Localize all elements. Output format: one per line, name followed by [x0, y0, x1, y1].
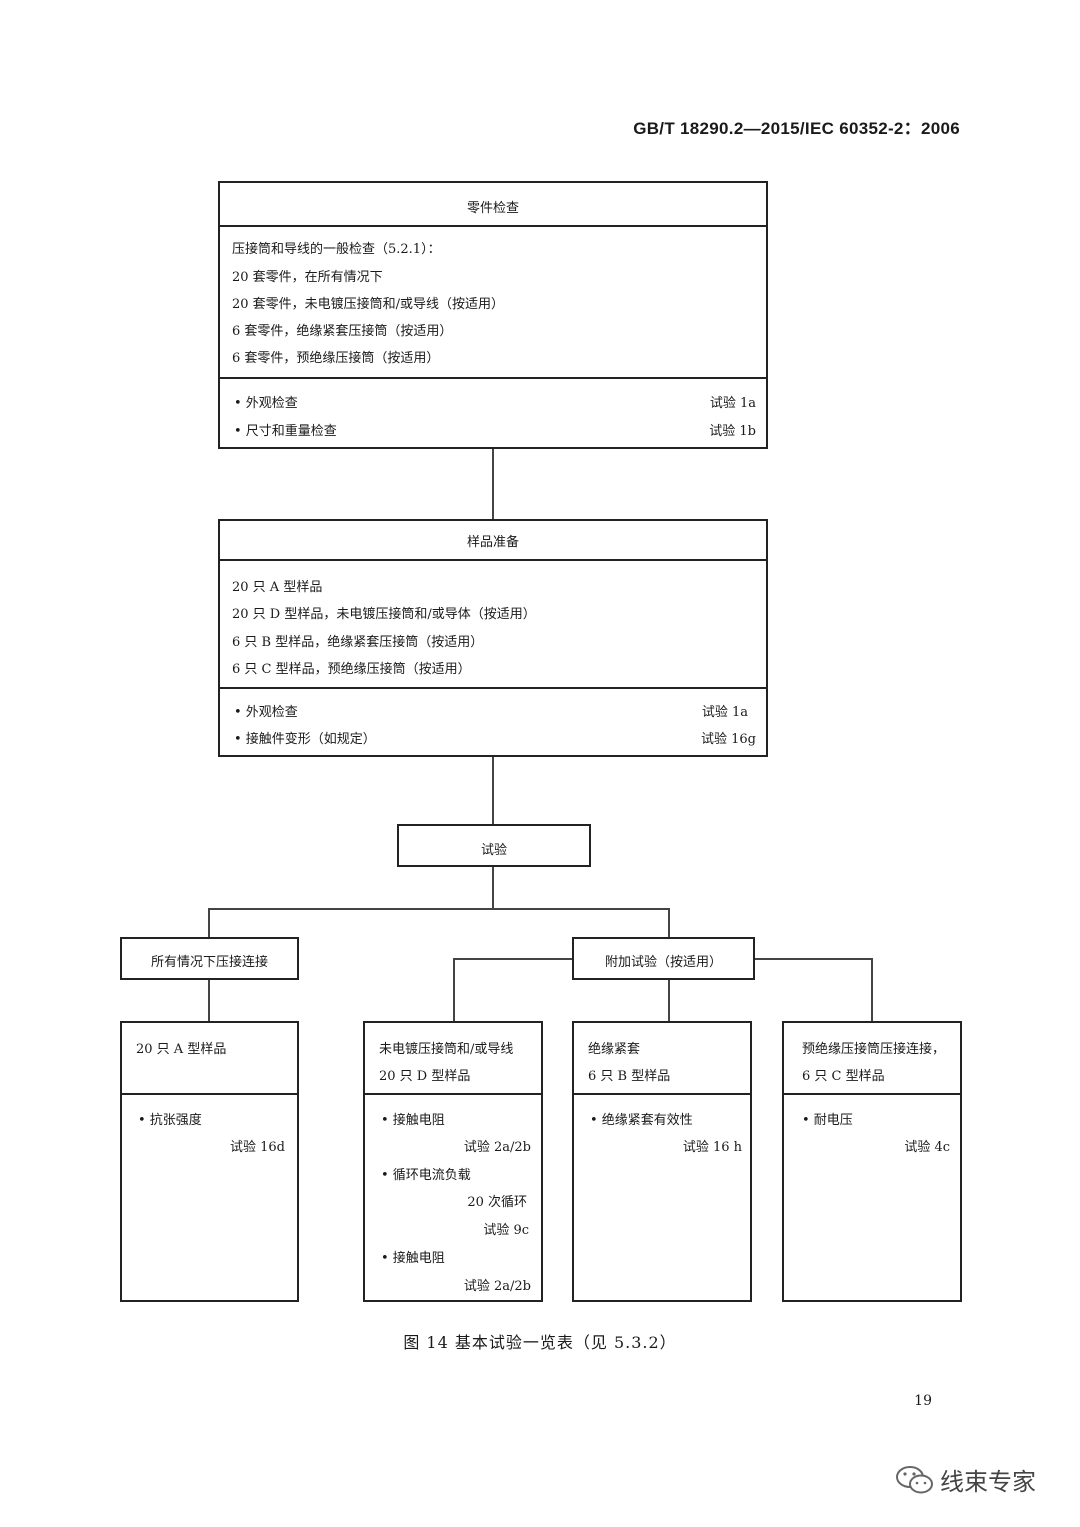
test-row: • 外观检查 试验 1a [220, 392, 766, 412]
test-label: • 尺寸和重量检查 [234, 424, 337, 439]
parts-line-2: 20 套零件，在所有情况下 [232, 270, 383, 285]
connector-line [208, 908, 210, 937]
test-ref: 试验 2a/2b [463, 1140, 531, 1155]
test-label: • 接触件变形（如规定） [234, 732, 376, 747]
connector-line [668, 980, 670, 1021]
test-box: 试验 [397, 824, 591, 867]
connector-line [871, 958, 873, 1021]
connector-line [453, 958, 455, 1021]
test-box-title: 试验 [480, 843, 507, 858]
cycle-count: 20 次循环 [467, 1195, 527, 1210]
type-a-tests: • 抗张强度 试验 16d [122, 1093, 297, 1302]
type-b-tests: • 绝缘紧套有效性 试验 16 h [574, 1093, 750, 1302]
figure-caption: 图 14 基本试验一览表（见 5.3.2） [403, 1333, 677, 1352]
type-c-head-line: 预绝缘压接筒压接连接， [802, 1042, 946, 1057]
all-cases-branch-box: 所有情况下压接连接 [120, 937, 299, 980]
parts-inspection-title: 零件检查 [466, 201, 519, 216]
parts-line-4: 6 套零件，绝缘紧套压接筒（按适用） [232, 324, 453, 339]
page-number: 19 [914, 1393, 932, 1409]
type-b-head: 绝缘紧套 6 只 B 型样品 [574, 1023, 750, 1093]
test-ref: 试验 16 h [682, 1140, 742, 1155]
type-a-head: 20 只 A 型样品 [122, 1023, 297, 1093]
type-c-head: 预绝缘压接筒压接连接， 6 只 C 型样品 [784, 1023, 960, 1093]
type-c-head-line: 6 只 C 型样品 [802, 1069, 885, 1084]
test-row: • 接触件变形（如规定） 试验 16g [220, 728, 766, 748]
type-d-head-line: 20 只 D 型样品 [379, 1069, 471, 1084]
test-ref: 试验 1a [701, 705, 748, 720]
type-d-head: 未电镀压接筒和/或导线 20 只 D 型样品 [365, 1023, 541, 1093]
type-c-box: 预绝缘压接筒压接连接， 6 只 C 型样品 • 耐电压 试验 4c [782, 1021, 962, 1302]
parts-line-3: 20 套零件，未电镀压接筒和/或导线（按适用） [232, 297, 505, 312]
test-ref: 试验 9c [483, 1223, 529, 1238]
test-ref: 试验 4c [904, 1140, 950, 1155]
type-b-head-line: 绝缘紧套 [588, 1042, 641, 1057]
test-ref: 试验 2a/2b [463, 1279, 531, 1294]
test-row: • 尺寸和重量检查 试验 1b [220, 420, 766, 440]
all-cases-branch-title: 所有情况下压接连接 [150, 955, 268, 970]
test-row: • 外观检查 试验 1a [220, 701, 766, 721]
additional-tests-branch-title: 附加试验（按适用） [604, 955, 722, 970]
type-c-tests: • 耐电压 试验 4c [784, 1093, 960, 1302]
parts-inspection-body: 压接筒和导线的一般检查（5.2.1）： 20 套零件，在所有情况下 20 套零件… [220, 225, 766, 377]
test-label: • 抗张强度 [138, 1113, 202, 1128]
connector-line [668, 908, 670, 937]
test-label: • 绝缘紧套有效性 [590, 1113, 693, 1128]
sample-line-1: 20 只 A 型样品 [232, 580, 323, 595]
connector-line [492, 867, 494, 909]
sample-line-4: 6 只 C 型样品，预绝缘压接筒（按适用） [232, 662, 471, 677]
watermark-text: 线束专家 [940, 1468, 1036, 1496]
sample-prep-title: 样品准备 [466, 535, 519, 550]
connector-line [492, 449, 494, 519]
parts-line-5: 6 套零件，预绝缘压接筒（按适用） [232, 351, 440, 366]
test-label: • 外观检查 [234, 705, 298, 720]
standard-header: GB/T 18290.2—2015/IEC 60352-2：2006 [633, 119, 960, 138]
sample-prep-box: 样品准备 20 只 A 型样品 20 只 D 型样品，未电镀压接筒和/或导体（按… [218, 519, 768, 757]
connector-line [208, 980, 210, 1021]
sample-prep-tests: • 外观检查 试验 1a • 接触件变形（如规定） 试验 16g [220, 687, 766, 757]
type-d-tests: • 接触电阻 试验 2a/2b • 循环电流负载 20 次循环 试验 9c • … [365, 1093, 541, 1302]
sample-prep-body: 20 只 A 型样品 20 只 D 型样品，未电镀压接筒和/或导体（按适用） 6… [220, 559, 766, 687]
watermark: 线束专家 [895, 1460, 1065, 1500]
test-label: • 接触电阻 [381, 1113, 445, 1128]
test-label: • 接触电阻 [381, 1251, 445, 1266]
sample-line-3: 6 只 B 型样品，绝缘紧套压接筒（按适用） [232, 635, 484, 650]
test-label: • 外观检查 [234, 396, 298, 411]
test-label: • 循环电流负载 [381, 1168, 471, 1183]
parts-inspection-tests: • 外观检查 试验 1a • 尺寸和重量检查 试验 1b [220, 377, 766, 449]
test-ref: 试验 16g [701, 732, 756, 747]
parts-line-1: 压接筒和导线的一般检查（5.2.1）： [232, 242, 441, 257]
type-a-box: 20 只 A 型样品 • 抗张强度 试验 16d [120, 1021, 299, 1302]
connector-line [492, 757, 494, 824]
test-ref: 试验 16d [230, 1140, 285, 1155]
test-ref: 试验 1a [709, 396, 756, 411]
connector-line [208, 908, 670, 910]
sample-line-2: 20 只 D 型样品，未电镀压接筒和/或导体（按适用） [232, 607, 536, 622]
type-d-head-line: 未电镀压接筒和/或导线 [379, 1042, 514, 1057]
type-b-head-line: 6 只 B 型样品 [588, 1069, 671, 1084]
type-a-head-line: 20 只 A 型样品 [136, 1042, 227, 1057]
test-label: • 耐电压 [802, 1113, 853, 1128]
connector-line [453, 958, 572, 960]
connector-line [755, 958, 872, 960]
type-d-box: 未电镀压接筒和/或导线 20 只 D 型样品 • 接触电阻 试验 2a/2b •… [363, 1021, 543, 1302]
additional-tests-branch-box: 附加试验（按适用） [572, 937, 755, 980]
test-ref: 试验 1b [709, 424, 756, 439]
parts-inspection-box: 零件检查 压接筒和导线的一般检查（5.2.1）： 20 套零件，在所有情况下 2… [218, 181, 768, 449]
wechat-icon [895, 1464, 935, 1500]
type-b-box: 绝缘紧套 6 只 B 型样品 • 绝缘紧套有效性 试验 16 h [572, 1021, 752, 1302]
